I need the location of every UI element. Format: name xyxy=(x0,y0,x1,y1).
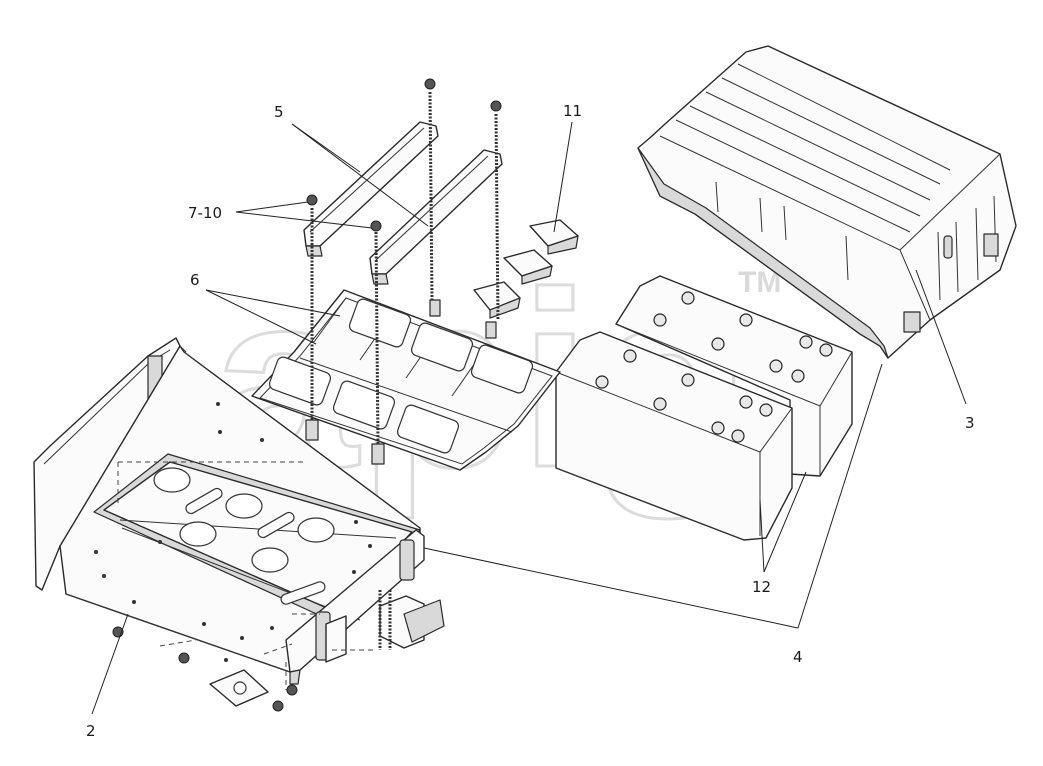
callout-11: 11 xyxy=(563,102,582,120)
box-rivets xyxy=(94,402,372,662)
battery-box xyxy=(33,337,425,685)
rear-battery-terminals xyxy=(653,291,833,383)
hold-down-bars xyxy=(303,121,503,285)
hold-down-clips xyxy=(473,219,579,319)
battery-cover xyxy=(637,45,1017,359)
callout-3: 3 xyxy=(965,414,975,432)
batteries xyxy=(555,275,853,541)
callout-5: 5 xyxy=(274,103,284,121)
front-battery-terminals xyxy=(595,349,773,443)
callout-2: 2 xyxy=(86,722,96,740)
callout-6: 6 xyxy=(190,271,200,289)
callout-7-10: 7-10 xyxy=(188,204,222,222)
fasteners xyxy=(306,78,502,445)
leader-lines xyxy=(91,121,967,715)
callout-12: 12 xyxy=(752,578,771,596)
alignment-lines xyxy=(117,461,376,651)
callouts: 5 7-10 11 6 3 12 4 2 xyxy=(86,102,975,740)
callout-4: 4 xyxy=(793,648,803,666)
battery-frame xyxy=(251,289,561,471)
